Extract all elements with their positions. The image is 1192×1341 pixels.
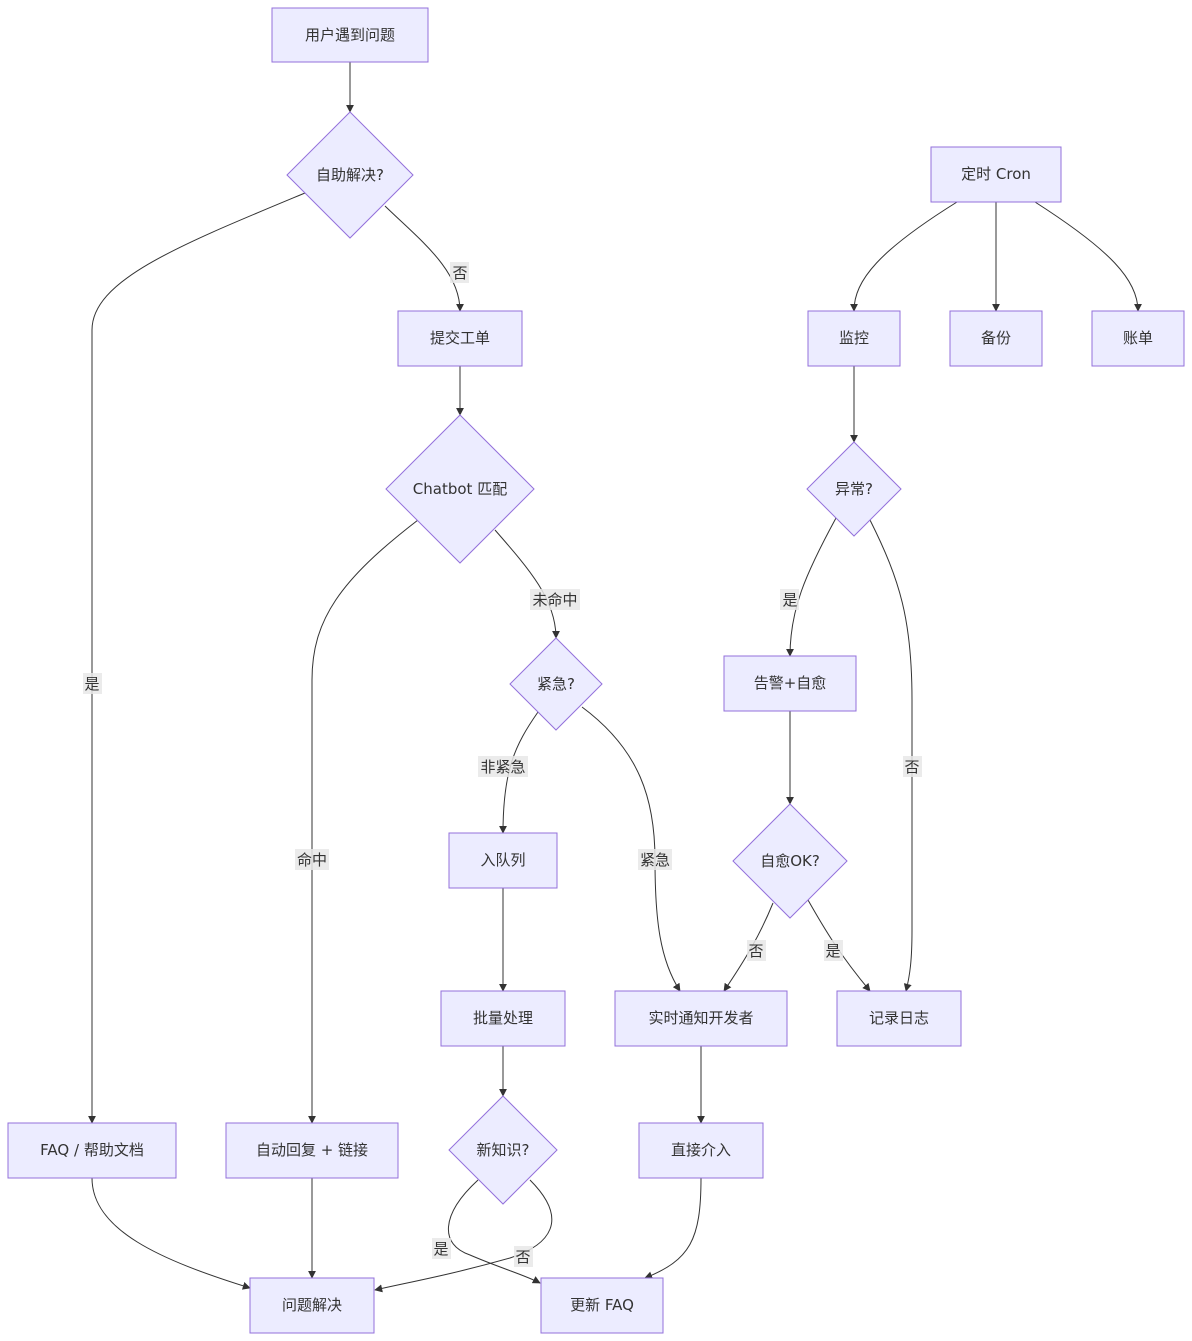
edge-label-text: 否 (748, 942, 763, 960)
edge-label-text: 紧急 (640, 851, 670, 869)
node-monitor[interactable]: 监控 (807, 310, 901, 367)
node-resolved[interactable]: 问题解决 (249, 1277, 375, 1334)
edge-knowledge-to-updatefaq (447, 1179, 541, 1284)
edge-chatbot-to-urgent (494, 529, 560, 639)
edge-label-not-urgent: 非紧急 (478, 756, 528, 777)
node-label: 备份 (981, 329, 1011, 347)
node-label: 批量处理 (473, 1009, 533, 1027)
edge-label-text: 是 (825, 942, 840, 960)
edge-label-knowledge-no: 否 (514, 1246, 533, 1267)
edge-cron-to-monitor (850, 201, 958, 312)
edge-anomaly-to-log (869, 519, 913, 992)
edge-label-text: 是 (84, 675, 99, 693)
edges (88, 62, 1142, 1293)
edge-label-selfhelp-yes: 是 (83, 673, 102, 694)
edge-faq-to-resolved (91, 1177, 251, 1290)
edge-selfhelp-to-faq (88, 192, 306, 1124)
node-label: 自助解决? (316, 166, 384, 184)
node-label: 入队列 (480, 851, 525, 869)
node-enqueue[interactable]: 入队列 (448, 832, 558, 889)
node-label: Chatbot 匹配 (413, 480, 507, 498)
node-label: 定时 Cron (961, 165, 1031, 183)
node-label: 紧急? (537, 675, 575, 693)
edge-label-anomaly-no: 否 (903, 756, 922, 777)
edge-label-heal-yes: 是 (824, 940, 843, 961)
edge-cron-to-billing (1034, 201, 1142, 312)
edge-label-selfhelp-no: 否 (450, 262, 469, 283)
node-log[interactable]: 记录日志 (836, 990, 962, 1047)
node-urgent[interactable]: 紧急? (509, 637, 603, 731)
edge-intervene-to-updatefaq (644, 1177, 702, 1280)
edge-label-text: 非紧急 (480, 758, 525, 776)
node-billing[interactable]: 账单 (1091, 310, 1185, 367)
edge-label-text: 否 (515, 1248, 530, 1266)
node-backup[interactable]: 备份 (949, 310, 1043, 367)
node-alert-heal[interactable]: 告警+自愈 (723, 655, 857, 712)
edge-label-urgent: 紧急 (638, 849, 672, 870)
node-update-faq[interactable]: 更新 FAQ (540, 1277, 664, 1334)
node-label: 更新 FAQ (570, 1296, 634, 1314)
node-anomaly[interactable]: 异常? (806, 441, 902, 537)
node-label: 自动回复 + 链接 (256, 1141, 368, 1159)
node-label: 异常? (835, 480, 873, 498)
node-cron[interactable]: 定时 Cron (930, 146, 1062, 203)
node-batch[interactable]: 批量处理 (440, 990, 566, 1047)
edge-label-knowledge-yes: 是 (432, 1238, 451, 1259)
node-intervene[interactable]: 直接介入 (638, 1122, 764, 1179)
node-label: 新知识? (477, 1141, 530, 1159)
edge-label-text: 命中 (297, 851, 327, 869)
node-new-knowledge[interactable]: 新知识? (448, 1095, 558, 1205)
node-label: 记录日志 (869, 1009, 929, 1027)
edge-label-text: 未命中 (532, 591, 577, 609)
node-label: 告警+自愈 (754, 674, 827, 692)
edge-chatbot-to-autoreply (308, 519, 419, 1124)
edge-label-heal-no: 否 (747, 940, 766, 961)
node-faq-docs[interactable]: FAQ / 帮助文档 (7, 1122, 177, 1179)
node-label: 直接介入 (671, 1141, 731, 1159)
node-chatbot-match[interactable]: Chatbot 匹配 (385, 414, 535, 564)
edge-label-text: 是 (433, 1240, 448, 1258)
node-submit-ticket[interactable]: 提交工单 (397, 310, 523, 367)
node-label: 监控 (839, 329, 869, 347)
node-user-problem[interactable]: 用户遇到问题 (271, 7, 429, 63)
edge-label-chatbot-hit: 命中 (295, 849, 329, 870)
edge-label-anomaly-yes: 是 (780, 589, 799, 610)
edge-label-text: 否 (452, 264, 467, 282)
edge-knowledge-to-resolved (374, 1179, 553, 1293)
node-heal-ok[interactable]: 自愈OK? (732, 803, 848, 919)
nodes: 用户遇到问题 提交工单 入队列 批量处理 FAQ / 帮助文档 自动回复 + 链… (7, 7, 1185, 1334)
node-notify-dev[interactable]: 实时通知开发者 (614, 990, 788, 1047)
node-label: 问题解决 (282, 1296, 342, 1314)
node-label: 实时通知开发者 (648, 1009, 753, 1027)
edge-label-text: 否 (904, 758, 919, 776)
edge-anomaly-to-alert (786, 517, 837, 657)
edge-labels: 否 是 命中 未命中 非紧急 紧急 是 否 (83, 262, 922, 1267)
node-auto-reply[interactable]: 自动回复 + 链接 (225, 1122, 399, 1179)
node-label: FAQ / 帮助文档 (40, 1141, 144, 1159)
edge-label-text: 是 (782, 591, 797, 609)
node-label: 提交工单 (430, 329, 490, 347)
node-label: 自愈OK? (760, 852, 820, 870)
node-self-help[interactable]: 自助解决? (286, 111, 414, 239)
edge-label-chatbot-miss: 未命中 (530, 589, 580, 610)
node-label: 账单 (1123, 329, 1153, 347)
node-label: 用户遇到问题 (305, 26, 395, 44)
edge-selfhelp-to-submit (384, 205, 464, 312)
